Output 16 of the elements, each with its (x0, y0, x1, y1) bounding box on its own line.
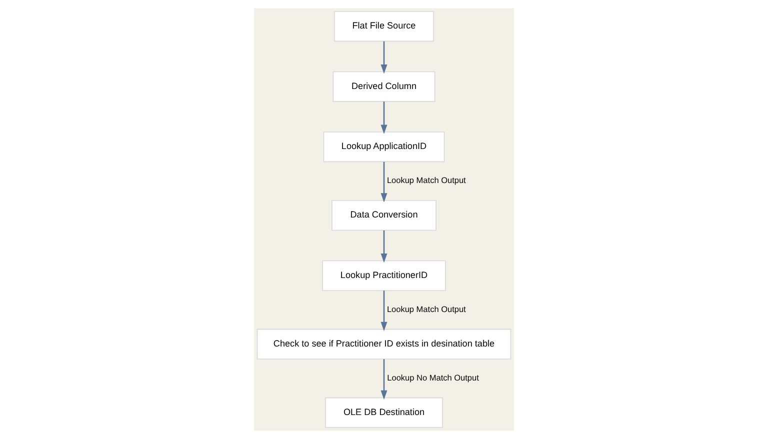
node-box: Check to see if Practitioner ID exists in desination table (256, 328, 512, 360)
arrow (380, 102, 388, 134)
edge-label: Lookup Match Output (386, 304, 466, 314)
node-box: Flat File Source (334, 11, 434, 42)
arrow (380, 162, 388, 202)
arrow (380, 290, 388, 332)
node-box: Derived Column (332, 71, 436, 102)
node-box: Lookup ApplicationID (323, 132, 445, 162)
node-box: OLE DB Destination (324, 397, 444, 428)
node-box: Data Conversion (332, 200, 436, 231)
edge-label: Lookup No Match Output (387, 373, 479, 382)
edge-label: Lookup Match Output (386, 176, 466, 186)
arrow (380, 230, 388, 263)
arrow (380, 41, 388, 74)
node-box: Lookup PractitionerID (322, 260, 446, 291)
arrow (380, 359, 388, 400)
